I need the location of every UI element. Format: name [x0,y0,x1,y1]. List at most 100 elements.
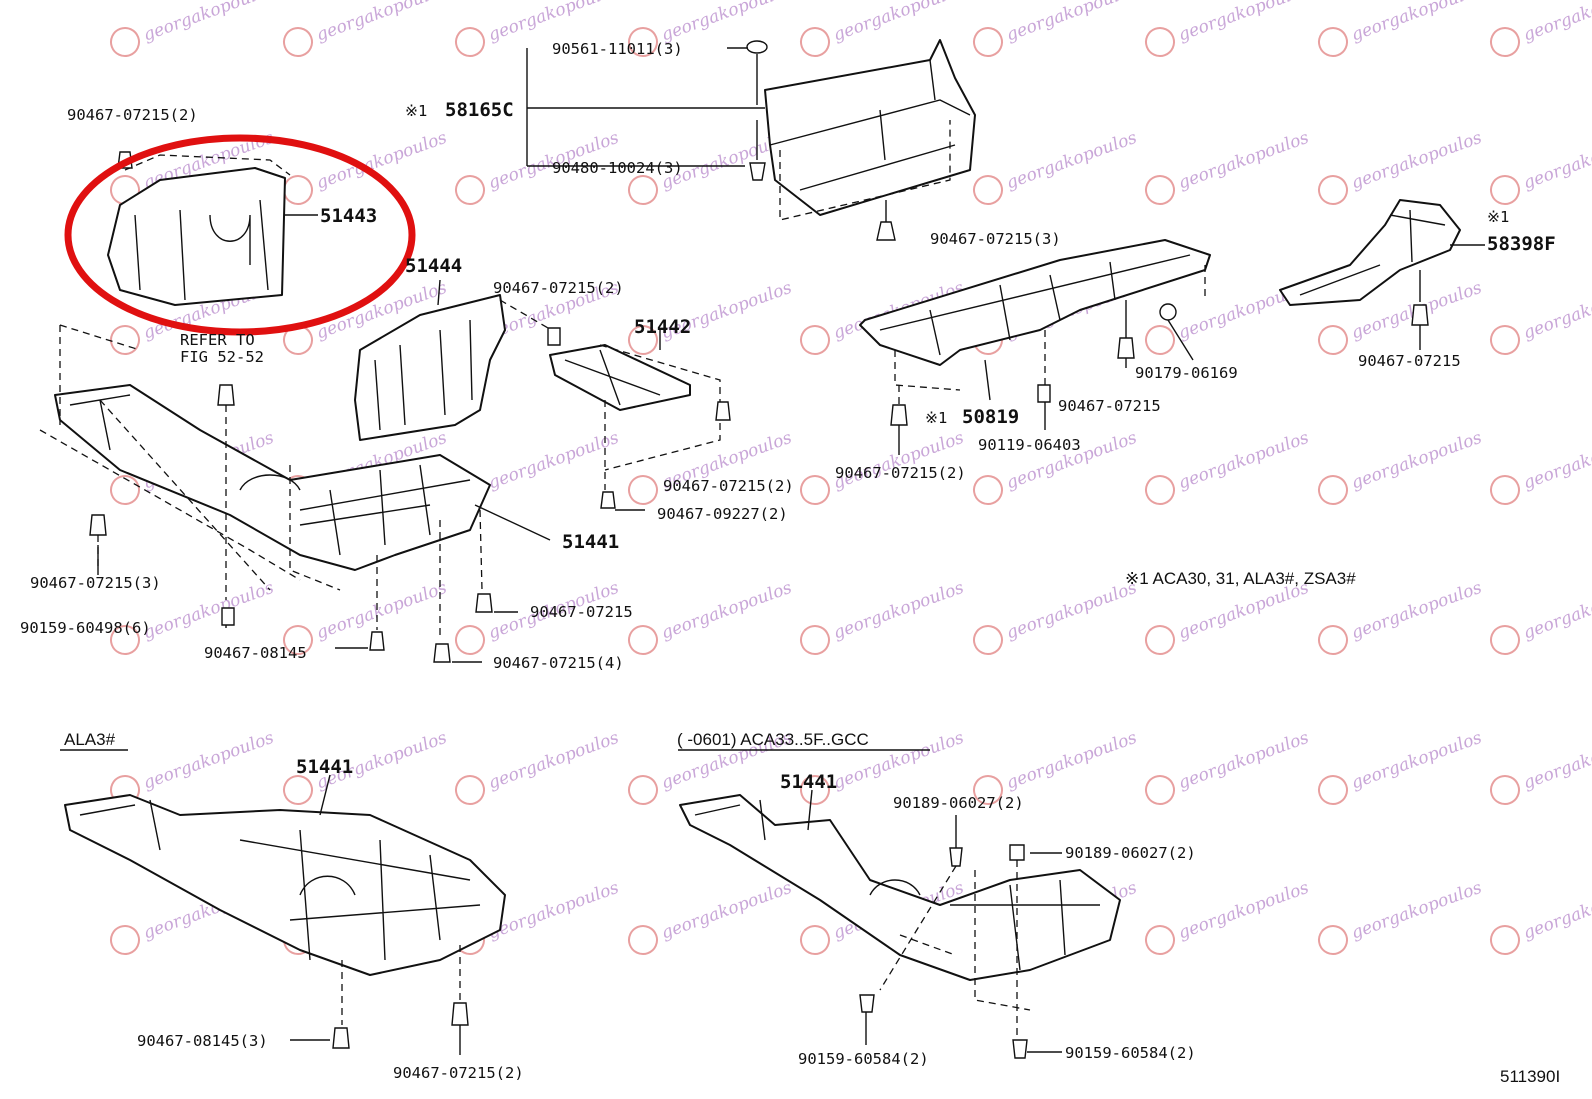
svg-text:georgakopoulos: georgakopoulos [1004,578,1140,644]
clip-90467-50819-a [890,404,908,426]
watermark-logo: georgakopoulos [110,0,277,57]
highlight-circle [64,134,416,336]
clip-90179 [1159,303,1177,321]
svg-text:georgakopoulos: georgakopoulos [314,0,450,45]
callout-90561: 90561-11011(3) [552,40,683,58]
part-number-51442: 51442 [634,316,691,338]
svg-text:georgakopoulos: georgakopoulos [1004,0,1140,45]
watermark-logo: georgakopoulos [1318,878,1485,955]
clip-90467-ala3-b [451,1002,469,1026]
callout-90159-c: 90159-60584(2) [1065,1044,1196,1062]
svg-text:georgakopoulos: georgakopoulos [1521,128,1592,194]
callout-90467-g: 90467-08145 [204,644,307,662]
svg-text:georgakopoulos: georgakopoulos [1521,0,1592,45]
part-51441-ala3 [64,794,506,976]
part-51444 [354,294,506,441]
watermark-logo: georgakopoulos [1490,578,1592,655]
part-51441-variant [679,794,1121,981]
note-mark-58165c: ※1 [405,102,427,120]
watermark-logo: georgakopoulos [1490,128,1592,205]
part-51442 [549,344,721,490]
callout-90467-i: 90467-07215(4) [493,654,624,672]
part-number-51441-ala3: 51441 [296,756,353,778]
watermark-logo: georgakopoulos [1145,0,1312,57]
svg-text:georgakopoulos: georgakopoulos [486,878,622,944]
clip-90467-51442-a [715,401,731,421]
clip-90467-main-3 [369,631,385,651]
svg-text:georgakopoulos: georgakopoulos [659,578,795,644]
watermark-logo: georgakopoulos [1318,0,1485,57]
clip-90189-b [1009,844,1025,861]
callout-90467-j: 90467-07215 [1358,352,1461,370]
svg-text:georgakopoulos: georgakopoulos [1004,728,1140,794]
part-number-58165c: 58165C [445,99,514,121]
svg-text:georgakopoulos: georgakopoulos [1176,0,1312,45]
callout-90467-k: 90467-07215 [1058,397,1161,415]
note-mark-50819: ※1 [925,409,947,427]
part-number-51441-variant: 51441 [780,771,837,793]
svg-text:georgakopoulos: georgakopoulos [659,0,795,45]
svg-text:georgakopoulos: georgakopoulos [1349,0,1485,45]
refer-to-line-1: REFER TO [180,331,255,349]
callout-90189-a: 90189-06027(2) [893,794,1024,812]
note-mark-58398f: ※1 [1487,208,1509,226]
callout-90467-d: 90467-07215(2) [663,477,794,495]
svg-text:georgakopoulos: georgakopoulos [1176,878,1312,944]
svg-text:georgakopoulos: georgakopoulos [486,428,622,494]
clip-90159-var-b [1012,1039,1028,1059]
svg-text:georgakopoulos: georgakopoulos [1521,878,1592,944]
svg-text:georgakopoulos: georgakopoulos [141,728,277,794]
variant-heading-ala3: ALA3# [64,730,116,749]
callout-90467-b: 90467-07215(2) [493,279,624,297]
part-number-51444: 51444 [405,255,462,277]
callout-90480: 90480-10024(3) [552,159,683,177]
clip-90189-a [949,847,963,867]
watermark-logo: georgakopoulos [283,0,450,57]
variant-heading-aca33: ( -0601) ACA33..5F..GCC [677,730,869,749]
watermark-logo: georgakopoulos [1318,428,1485,505]
callout-90179: 90179-06169 [1135,364,1238,382]
part-58398f [1279,199,1461,306]
svg-text:georgakopoulos: georgakopoulos [1176,728,1312,794]
clip-90467-main-1 [217,384,235,406]
watermark-logo: georgakopoulos [973,128,1140,205]
callout-90467-n: 90467-07215(2) [393,1064,524,1082]
part-number-51443: 51443 [320,205,377,227]
callout-90467-m: 90467-08145(3) [137,1032,268,1050]
callout-90467-h: 90467-07215 [530,603,633,621]
svg-text:georgakopoulos: georgakopoulos [1521,428,1592,494]
svg-text:georgakopoulos: georgakopoulos [1004,128,1140,194]
clip-90467-58398f [1411,304,1429,326]
part-51443 [107,154,291,306]
clip-90159-var-a [859,994,875,1013]
part-58165c [764,39,976,221]
watermark-logo: georgakopoulos [455,728,622,805]
svg-text:georgakopoulos: georgakopoulos [659,878,795,944]
watermark-logo: georgakopoulos [1490,428,1592,505]
clip-90467-51442-b [600,491,616,509]
svg-text:georgakopoulos: georgakopoulos [486,728,622,794]
watermark-logo: georgakopoulos [1145,878,1312,955]
clip-90467-main-5 [433,643,451,663]
watermark-logo: georgakopoulos [1490,728,1592,805]
svg-text:georgakopoulos: georgakopoulos [1521,578,1592,644]
svg-text:georgakopoulos: georgakopoulos [1349,578,1485,644]
watermark-logo: georgakopoulos [1145,428,1312,505]
clip-90467-58165c [876,221,896,241]
watermark-logo: georgakopoulos [800,578,967,655]
svg-text:georgakopoulos: georgakopoulos [1521,278,1592,344]
watermark-logo: georgakopoulos [1145,728,1312,805]
part-number-58398f: 58398F [1487,233,1556,255]
watermark-logo: georgakopoulos [1318,728,1485,805]
svg-text:georgakopoulos: georgakopoulos [1176,128,1312,194]
clip-90159-main [221,607,235,626]
clip-90480 [749,162,766,181]
svg-text:georgakopoulos: georgakopoulos [1349,728,1485,794]
watermark-logo: georgakopoulos [973,0,1140,57]
watermark-logo: georgakopoulos [628,578,795,655]
svg-text:georgakopoulos: georgakopoulos [1349,878,1485,944]
watermark-logo: georgakopoulos [628,428,795,505]
clip-90467-main-2 [89,514,107,536]
clip-90467-50819-b [1117,337,1135,359]
